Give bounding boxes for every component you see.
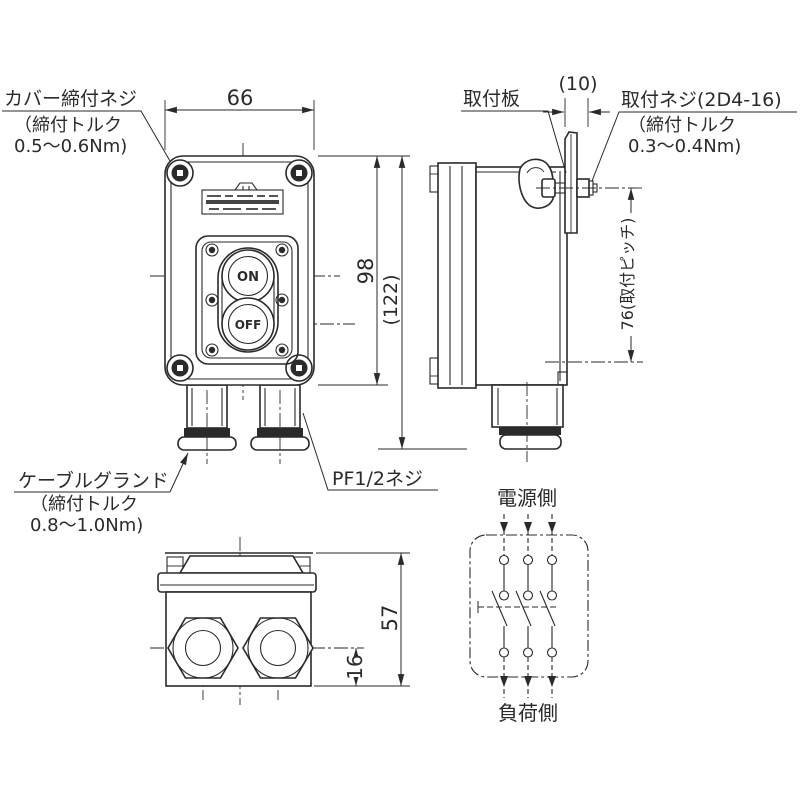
cover-screw-text: カバー締付ネジ xyxy=(4,88,137,110)
dimension-plate-offset-10: (10) xyxy=(543,73,610,127)
mounting-plate-part xyxy=(564,131,578,234)
dim-height-value: 98 xyxy=(354,258,378,285)
off-button-label: OFF xyxy=(235,318,262,332)
on-button: ON xyxy=(221,249,275,303)
cable-gland-torque-2: 0.8〜1.0Nm) xyxy=(30,515,143,536)
mechanical-link xyxy=(477,601,557,613)
label-mounting-plate: 取付板 xyxy=(461,88,567,174)
mounting-plate-text: 取付板 xyxy=(463,88,520,110)
dimension-depth-57: 57 xyxy=(314,552,410,687)
dimension-height-98: 98 xyxy=(318,155,410,386)
label-mounting-screw: 取付ネジ(2D4-16) （締付トルク 0.3〜0.4Nm) xyxy=(591,89,797,182)
label-cover-screw: カバー締付ネジ （締付トルク 0.5〜0.6Nm) xyxy=(2,88,171,162)
on-button-label: ON xyxy=(237,270,259,285)
button-panel: ON OFF xyxy=(195,235,299,365)
mounting-screw-torque-2: 0.3〜0.4Nm) xyxy=(628,136,741,157)
cover-screw-torque-1: （締付トルク xyxy=(14,115,122,136)
circuit-pole-1 xyxy=(491,514,510,698)
bottom-view xyxy=(150,537,364,705)
cable-gland-right xyxy=(250,384,310,464)
mounting-screw-torque-1: （締付トルク xyxy=(628,115,736,136)
cable-gland-torque-1: （締付トルク xyxy=(30,494,138,515)
dim-depth-value: 57 xyxy=(378,605,402,632)
bottom-lid xyxy=(178,555,305,574)
bottom-gland-left xyxy=(167,617,239,679)
mounting-screw-text: 取付ネジ(2D4-16) xyxy=(621,89,782,111)
bottom-gland-right xyxy=(242,617,314,679)
cable-gland-left xyxy=(177,384,237,464)
circuit-pole-2 xyxy=(515,514,534,698)
circuit-pole-3 xyxy=(539,514,558,698)
label-pf-thread: PF1/2ネジ xyxy=(302,412,438,491)
circuit-diagram: 電源側 xyxy=(469,486,589,725)
front-view: ON OFF xyxy=(150,143,355,464)
cover-screws xyxy=(166,159,313,382)
dimension-total-height-122: (122) xyxy=(378,156,467,450)
switch-body-outline xyxy=(469,534,589,678)
dimension-width-66: 66 xyxy=(164,86,315,150)
off-button: OFF xyxy=(221,297,275,351)
dim-gland-offset-value: 16 xyxy=(343,654,367,679)
dimension-gland-offset-16: 16 xyxy=(343,648,367,686)
load-side-label: 負荷側 xyxy=(498,701,558,725)
panel-screws xyxy=(205,243,289,357)
cable-gland-text: ケーブルグランド xyxy=(18,469,169,492)
nameplate xyxy=(201,182,284,215)
bottom-flange xyxy=(157,572,317,593)
dim-mounting-pitch-value: 76(取付ピッチ) xyxy=(618,218,637,331)
side-view xyxy=(429,131,643,462)
label-cable-gland: ケーブルグランド （締付トルク 0.8〜1.0Nm) xyxy=(14,452,189,536)
dim-total-height-value: (122) xyxy=(380,274,402,325)
cover-screw-torque-2: 0.5〜0.6Nm) xyxy=(14,136,127,157)
dim-width-value: 66 xyxy=(227,86,254,110)
dim-plate-offset-value: (10) xyxy=(558,73,597,95)
side-cable-gland xyxy=(491,382,564,462)
power-side-label: 電源側 xyxy=(497,486,557,510)
pf-thread-text: PF1/2ネジ xyxy=(332,468,423,490)
dimension-mounting-pitch-76: 76(取付ピッチ) xyxy=(545,188,643,363)
side-cover xyxy=(429,162,477,389)
